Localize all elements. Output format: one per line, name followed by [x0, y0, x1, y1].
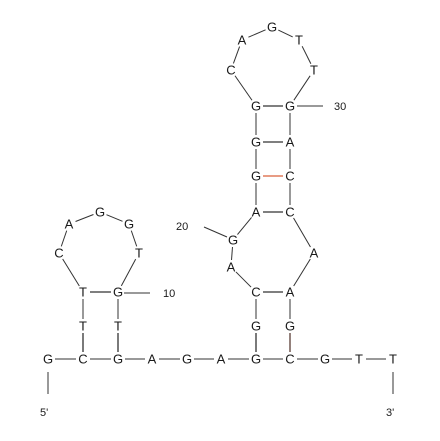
nucleotide: G: [267, 20, 277, 35]
position-20-label: 20: [176, 221, 188, 233]
position-10-label: 10: [163, 288, 175, 300]
nucleotide: A: [238, 33, 247, 48]
nucleotide: A: [227, 260, 236, 275]
pos20-leader: [203, 226, 228, 238]
nucleotide: G: [251, 319, 261, 334]
nucleotide: A: [148, 352, 157, 367]
nucleotide: T: [355, 352, 363, 367]
nucleotide: G: [251, 169, 261, 184]
backbone-link: [234, 75, 253, 101]
nucleotide: A: [65, 217, 74, 232]
backbone-link: [293, 258, 311, 287]
backbone-link: [248, 29, 266, 38]
backbone-link: [75, 214, 94, 222]
nucleotide: G: [182, 352, 192, 367]
nucleotide: G: [43, 352, 53, 367]
backbone-link: [232, 46, 241, 64]
three-prime-label: 3': [386, 407, 394, 419]
nucleotide: T: [79, 285, 87, 300]
nucleotide: G: [320, 352, 330, 367]
nucleotide: T: [310, 63, 318, 78]
nucleotide: C: [78, 352, 87, 367]
nucleotide: T: [79, 319, 87, 334]
nucleotide: A: [286, 135, 295, 150]
annotation-lines: [47, 105, 394, 394]
backbone: [55, 29, 386, 360]
nucleotide: A: [252, 205, 261, 220]
nucleotide: G: [124, 217, 134, 232]
five-prime-label: 5': [40, 407, 48, 419]
nucleotide: G: [251, 99, 261, 114]
nucleotide: C: [251, 285, 260, 300]
backbone-link: [235, 271, 252, 288]
nucleotide: G: [285, 319, 295, 334]
nucleotide: G: [251, 352, 261, 367]
nucleotide: A: [217, 352, 226, 367]
nucleotide: C: [285, 205, 294, 220]
backbone-link: [301, 46, 312, 64]
backbone-link: [106, 214, 123, 222]
backbone-link: [62, 258, 80, 287]
backbone-link: [231, 246, 233, 261]
nucleotide: T: [114, 319, 122, 334]
nucleotide: C: [226, 63, 235, 78]
nucleotide: C: [285, 352, 294, 367]
nucleotide: G: [95, 205, 105, 220]
nucleotide: T: [389, 352, 397, 367]
backbone-link: [293, 75, 311, 101]
nucleotide: C: [285, 169, 294, 184]
nucleotide: G: [251, 135, 261, 150]
nucleotide: G: [113, 352, 123, 367]
backbone-link: [237, 217, 252, 235]
backbone-link: [293, 217, 311, 248]
nucleotide: T: [135, 246, 143, 261]
nucleotide: G: [228, 233, 238, 248]
nucleotide: C: [54, 246, 63, 261]
backbone-link: [120, 258, 137, 287]
nucleotide: G: [113, 285, 123, 300]
nucleotide: T: [295, 33, 303, 48]
backbone-link: [60, 230, 68, 247]
nucleotide: G: [285, 99, 295, 114]
backbone-link: [278, 29, 293, 38]
position-30-label: 30: [334, 101, 346, 113]
backbone-link: [130, 230, 138, 247]
nucleotide: A: [286, 285, 295, 300]
nucleotide: A: [310, 246, 319, 261]
